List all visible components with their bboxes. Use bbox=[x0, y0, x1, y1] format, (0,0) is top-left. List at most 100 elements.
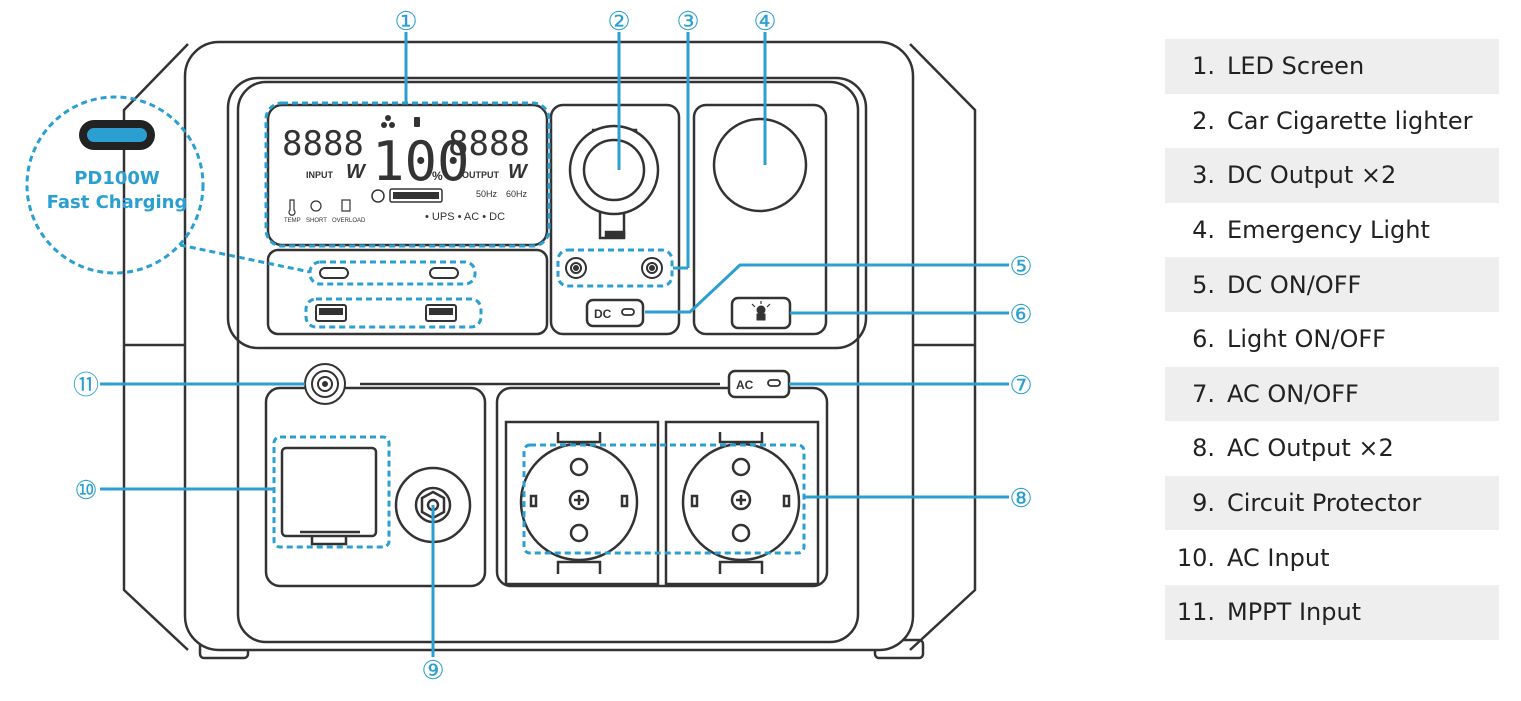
lcd-input-label: INPUT bbox=[306, 170, 334, 180]
input-panel bbox=[264, 386, 487, 588]
legend-label: AC Output ×2 bbox=[1227, 434, 1394, 463]
legend-number: 6. bbox=[1192, 325, 1215, 354]
legend-label: Emergency Light bbox=[1227, 216, 1430, 245]
usb-bezel bbox=[266, 248, 549, 336]
dc-output-socket-2[interactable] bbox=[641, 257, 663, 279]
charge-icon bbox=[371, 189, 385, 203]
ac-switch-button[interactable]: AC bbox=[727, 369, 791, 399]
legend-number: 1. bbox=[1192, 52, 1215, 81]
legend-item: 7.AC ON/OFF bbox=[1165, 366, 1499, 422]
legend-item: 5. DC ON/OFF bbox=[1165, 257, 1499, 312]
power-station-diagram: 8888 W INPUT 100 % 8888 W OUTPUT 50Hz 60… bbox=[25, 6, 1033, 685]
legend-number: 7. bbox=[1192, 379, 1215, 408]
legend-number: 10. bbox=[1176, 543, 1215, 572]
marker-8: ⑧ bbox=[1009, 483, 1032, 513]
marker-10: ⑩ bbox=[74, 475, 97, 505]
dc-switch-button[interactable]: DC bbox=[585, 298, 645, 328]
light-switch-button[interactable] bbox=[730, 296, 792, 330]
legend-label: DC ON/OFF bbox=[1227, 270, 1362, 299]
side-wing-left bbox=[122, 43, 189, 651]
legend-number: 9. bbox=[1192, 489, 1215, 518]
lcd-input-value: 8888 bbox=[282, 124, 364, 164]
legend-number: 2. bbox=[1192, 106, 1215, 135]
usb-c-port-2[interactable] bbox=[429, 267, 459, 279]
marker-5: ⑤ bbox=[1009, 251, 1032, 281]
front-face bbox=[236, 80, 860, 644]
legend-label: MPPT Input bbox=[1227, 598, 1362, 627]
markers: ① ② ③ ④ ⑤ ⑥ ⑦ ⑧ ⑨ ⑩ ⑪ bbox=[73, 6, 1033, 685]
short-icon bbox=[310, 200, 322, 212]
side-wing-right bbox=[909, 43, 977, 651]
ac-switch-label: AC bbox=[736, 378, 754, 392]
lcd-hz-50: 50Hz bbox=[476, 189, 498, 199]
usb-c-port-1[interactable] bbox=[319, 267, 349, 279]
legend-item: 6.Light ON/OFF bbox=[1165, 312, 1499, 367]
leader-lines bbox=[100, 32, 1009, 657]
bulb-icon bbox=[751, 301, 771, 321]
marker-4: ④ bbox=[753, 6, 776, 36]
legend-number: 11. bbox=[1176, 598, 1215, 627]
ac-input-port[interactable] bbox=[280, 446, 378, 546]
legend-item: 11. MPPT Input bbox=[1165, 584, 1499, 640]
callout-bubble bbox=[25, 95, 205, 275]
legend-item: 4. Emergency Light bbox=[1165, 203, 1499, 258]
legend-item: 3. DC Output ×2 bbox=[1165, 148, 1499, 203]
overload-icon bbox=[341, 199, 351, 212]
legend-item: 9. Circuit Protector bbox=[1165, 475, 1499, 531]
legend-label: AC Input bbox=[1227, 543, 1330, 572]
ac-outlet-highlight bbox=[522, 443, 806, 555]
marker-7: ⑦ bbox=[1009, 370, 1032, 400]
battery-bar-icon bbox=[389, 188, 443, 203]
lcd-content: 8888 W INPUT 100 % 8888 W OUTPUT 50Hz 60… bbox=[282, 115, 530, 224]
lcd-short-label: SHORT bbox=[306, 218, 327, 224]
dc-output-socket-1[interactable] bbox=[565, 257, 587, 279]
legend-item: 10. AC Input bbox=[1165, 530, 1499, 585]
lcd-window bbox=[266, 103, 549, 247]
emergency-light-lens bbox=[712, 117, 808, 213]
legend-number: 3. bbox=[1192, 161, 1215, 190]
legend-label: LED Screen bbox=[1227, 52, 1365, 81]
lcd-mode-line: • UPS • AC • DC bbox=[425, 211, 505, 223]
legend-number: 4. bbox=[1192, 216, 1215, 245]
marker-1: ① bbox=[394, 6, 417, 36]
legend-label: DC Output ×2 bbox=[1227, 161, 1397, 190]
lcd-overload-label: OVERLOAD bbox=[332, 218, 366, 224]
battery-small-icon bbox=[414, 117, 420, 127]
legend-number: 5. bbox=[1192, 270, 1215, 299]
lcd-output-label: OUTPUT bbox=[462, 170, 500, 180]
dc-switch-label: DC bbox=[594, 307, 612, 321]
dc-panel bbox=[549, 103, 681, 336]
legend: 1. LED Screen 2. Car Cigarette lighter 3. D… bbox=[1165, 39, 1499, 640]
callout-line2: Fast Charging bbox=[47, 192, 188, 213]
marker-3: ③ bbox=[676, 6, 699, 36]
lcd-output-value: 8888 bbox=[448, 124, 530, 164]
mppt-input-port[interactable] bbox=[304, 363, 346, 405]
temp-icon bbox=[288, 199, 296, 216]
marker-6: ⑥ bbox=[1009, 299, 1032, 329]
dc-outputs bbox=[565, 257, 663, 279]
usb-c-highlight bbox=[308, 260, 477, 286]
callout-line1: PD100W bbox=[74, 168, 160, 189]
usb-a-port-1[interactable] bbox=[315, 304, 347, 322]
marker-11: ⑪ bbox=[73, 370, 99, 400]
lcd-input-unit: W bbox=[346, 161, 367, 183]
car-lighter-socket[interactable] bbox=[568, 124, 660, 240]
lcd-battery-percent: 100 bbox=[372, 130, 470, 193]
usb-a-highlight bbox=[304, 297, 483, 329]
legend-item: 2. Car Cigarette lighter bbox=[1165, 94, 1499, 149]
ac-outlet-1[interactable] bbox=[519, 432, 639, 574]
legend-item: 8. AC Output ×2 bbox=[1165, 421, 1499, 476]
fan-icon bbox=[381, 115, 395, 128]
marker-9: ⑨ bbox=[421, 655, 444, 685]
lcd-percent-sign: % bbox=[432, 169, 443, 183]
light-panel bbox=[692, 103, 828, 336]
usb-a-port-2[interactable] bbox=[425, 304, 457, 322]
top-panel bbox=[226, 76, 868, 350]
legend-label: Car Cigarette lighter bbox=[1227, 106, 1473, 135]
legend-number: 8. bbox=[1192, 434, 1215, 463]
callout-tail bbox=[179, 243, 311, 274]
legend-label: Circuit Protector bbox=[1227, 489, 1422, 518]
lcd-hz-60: 60Hz bbox=[506, 189, 528, 199]
marker-2: ② bbox=[607, 6, 630, 36]
lcd-temp-label: TEMP bbox=[284, 218, 301, 224]
